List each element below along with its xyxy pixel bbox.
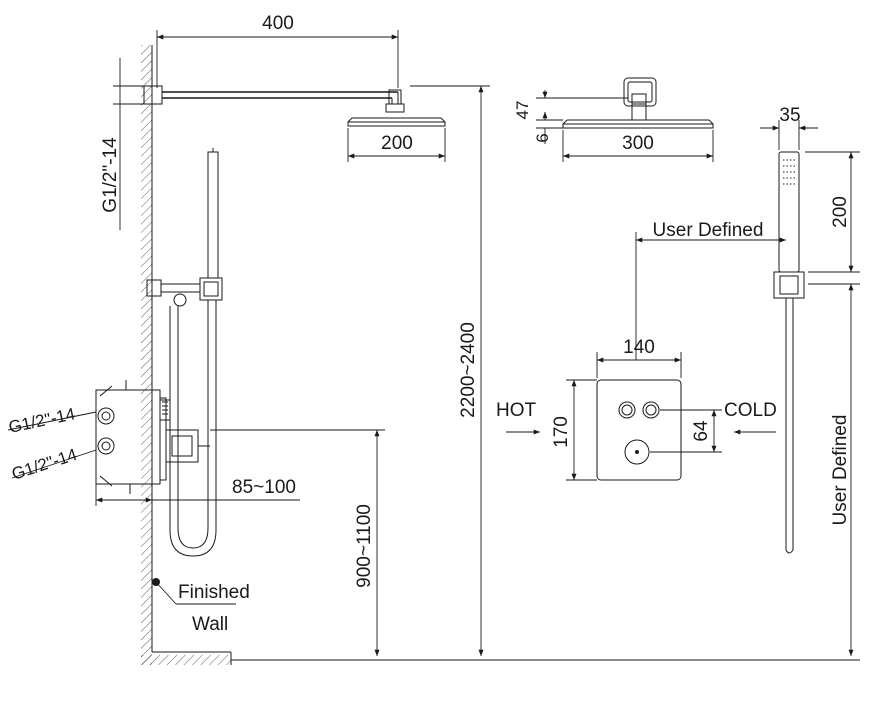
wall-outlet-elbow bbox=[146, 277, 223, 307]
dim-user-defined-vertical: User Defined bbox=[830, 284, 854, 656]
dim-head-height: 47 6 bbox=[513, 90, 628, 144]
concealed-valve-box bbox=[95, 380, 210, 494]
dim-rain-head-front: 300 bbox=[562, 130, 714, 162]
thread-top-label: G1/2"-14 bbox=[100, 137, 121, 213]
finished-label: Finished bbox=[178, 582, 250, 603]
hand-shower-nozzles bbox=[783, 159, 795, 185]
dim-plate-width: 140 bbox=[596, 337, 682, 378]
dim-2200-2400: 2200~2400 bbox=[458, 322, 479, 418]
finished-wall bbox=[141, 45, 860, 665]
shower-arm bbox=[143, 85, 399, 105]
rain-shower-head-front bbox=[562, 77, 714, 129]
rain-shower-head-side bbox=[347, 89, 446, 127]
dim-total-height: 2200~2400 bbox=[410, 85, 490, 656]
hot-label: HOT bbox=[496, 400, 537, 421]
dim-hand-length: 200 bbox=[805, 151, 860, 285]
dim-6: 6 bbox=[533, 133, 552, 142]
inlet-thread-label-2: G1/2"-14 bbox=[9, 445, 79, 484]
shower-hose bbox=[169, 300, 217, 557]
control-plate bbox=[596, 379, 682, 481]
dim-400: 400 bbox=[262, 13, 294, 34]
dim-arm-length: 400 bbox=[156, 13, 399, 88]
finished-wall-callout: Finished Wall bbox=[152, 578, 250, 635]
cold-label: COLD bbox=[724, 400, 777, 421]
dim-valve-height: 900~1100 bbox=[210, 429, 385, 656]
dim-85-100: 85~100 bbox=[232, 477, 296, 498]
dim-35: 35 bbox=[779, 105, 800, 126]
dim-47: 47 bbox=[513, 101, 532, 120]
dim-user-defined-horizontal: User Defined bbox=[635, 220, 786, 360]
wall-label: Wall bbox=[192, 614, 228, 635]
hand-shower-front bbox=[773, 151, 805, 554]
dim-200-head: 200 bbox=[381, 133, 413, 154]
inlet-thread-callouts: G1/2"-14 G1/2"-14 bbox=[7, 404, 97, 484]
user-defined-vertical-label: User Defined bbox=[830, 415, 851, 526]
user-defined-horizontal-label: User Defined bbox=[653, 220, 764, 241]
dim-300-head: 300 bbox=[622, 133, 654, 154]
dim-170: 170 bbox=[551, 416, 572, 448]
cold-indicator: COLD bbox=[724, 400, 777, 435]
dim-64: 64 bbox=[691, 420, 712, 442]
dim-knob-spacing: 64 bbox=[650, 409, 722, 453]
hot-indicator: HOT bbox=[496, 400, 540, 435]
dim-200-hand: 200 bbox=[830, 196, 851, 228]
dim-hand-width: 35 bbox=[760, 105, 818, 150]
dim-plate-height: 170 bbox=[551, 379, 597, 481]
dim-thread-top: G1/2"-14 bbox=[100, 58, 144, 230]
hand-shower-side bbox=[207, 148, 219, 279]
dim-140: 140 bbox=[623, 337, 655, 358]
dim-depth: 85~100 bbox=[95, 477, 300, 506]
dim-rain-head-side: 200 bbox=[347, 128, 446, 162]
dim-900-1100: 900~1100 bbox=[354, 504, 375, 588]
inlet-thread-label-1: G1/2"-14 bbox=[7, 404, 77, 437]
